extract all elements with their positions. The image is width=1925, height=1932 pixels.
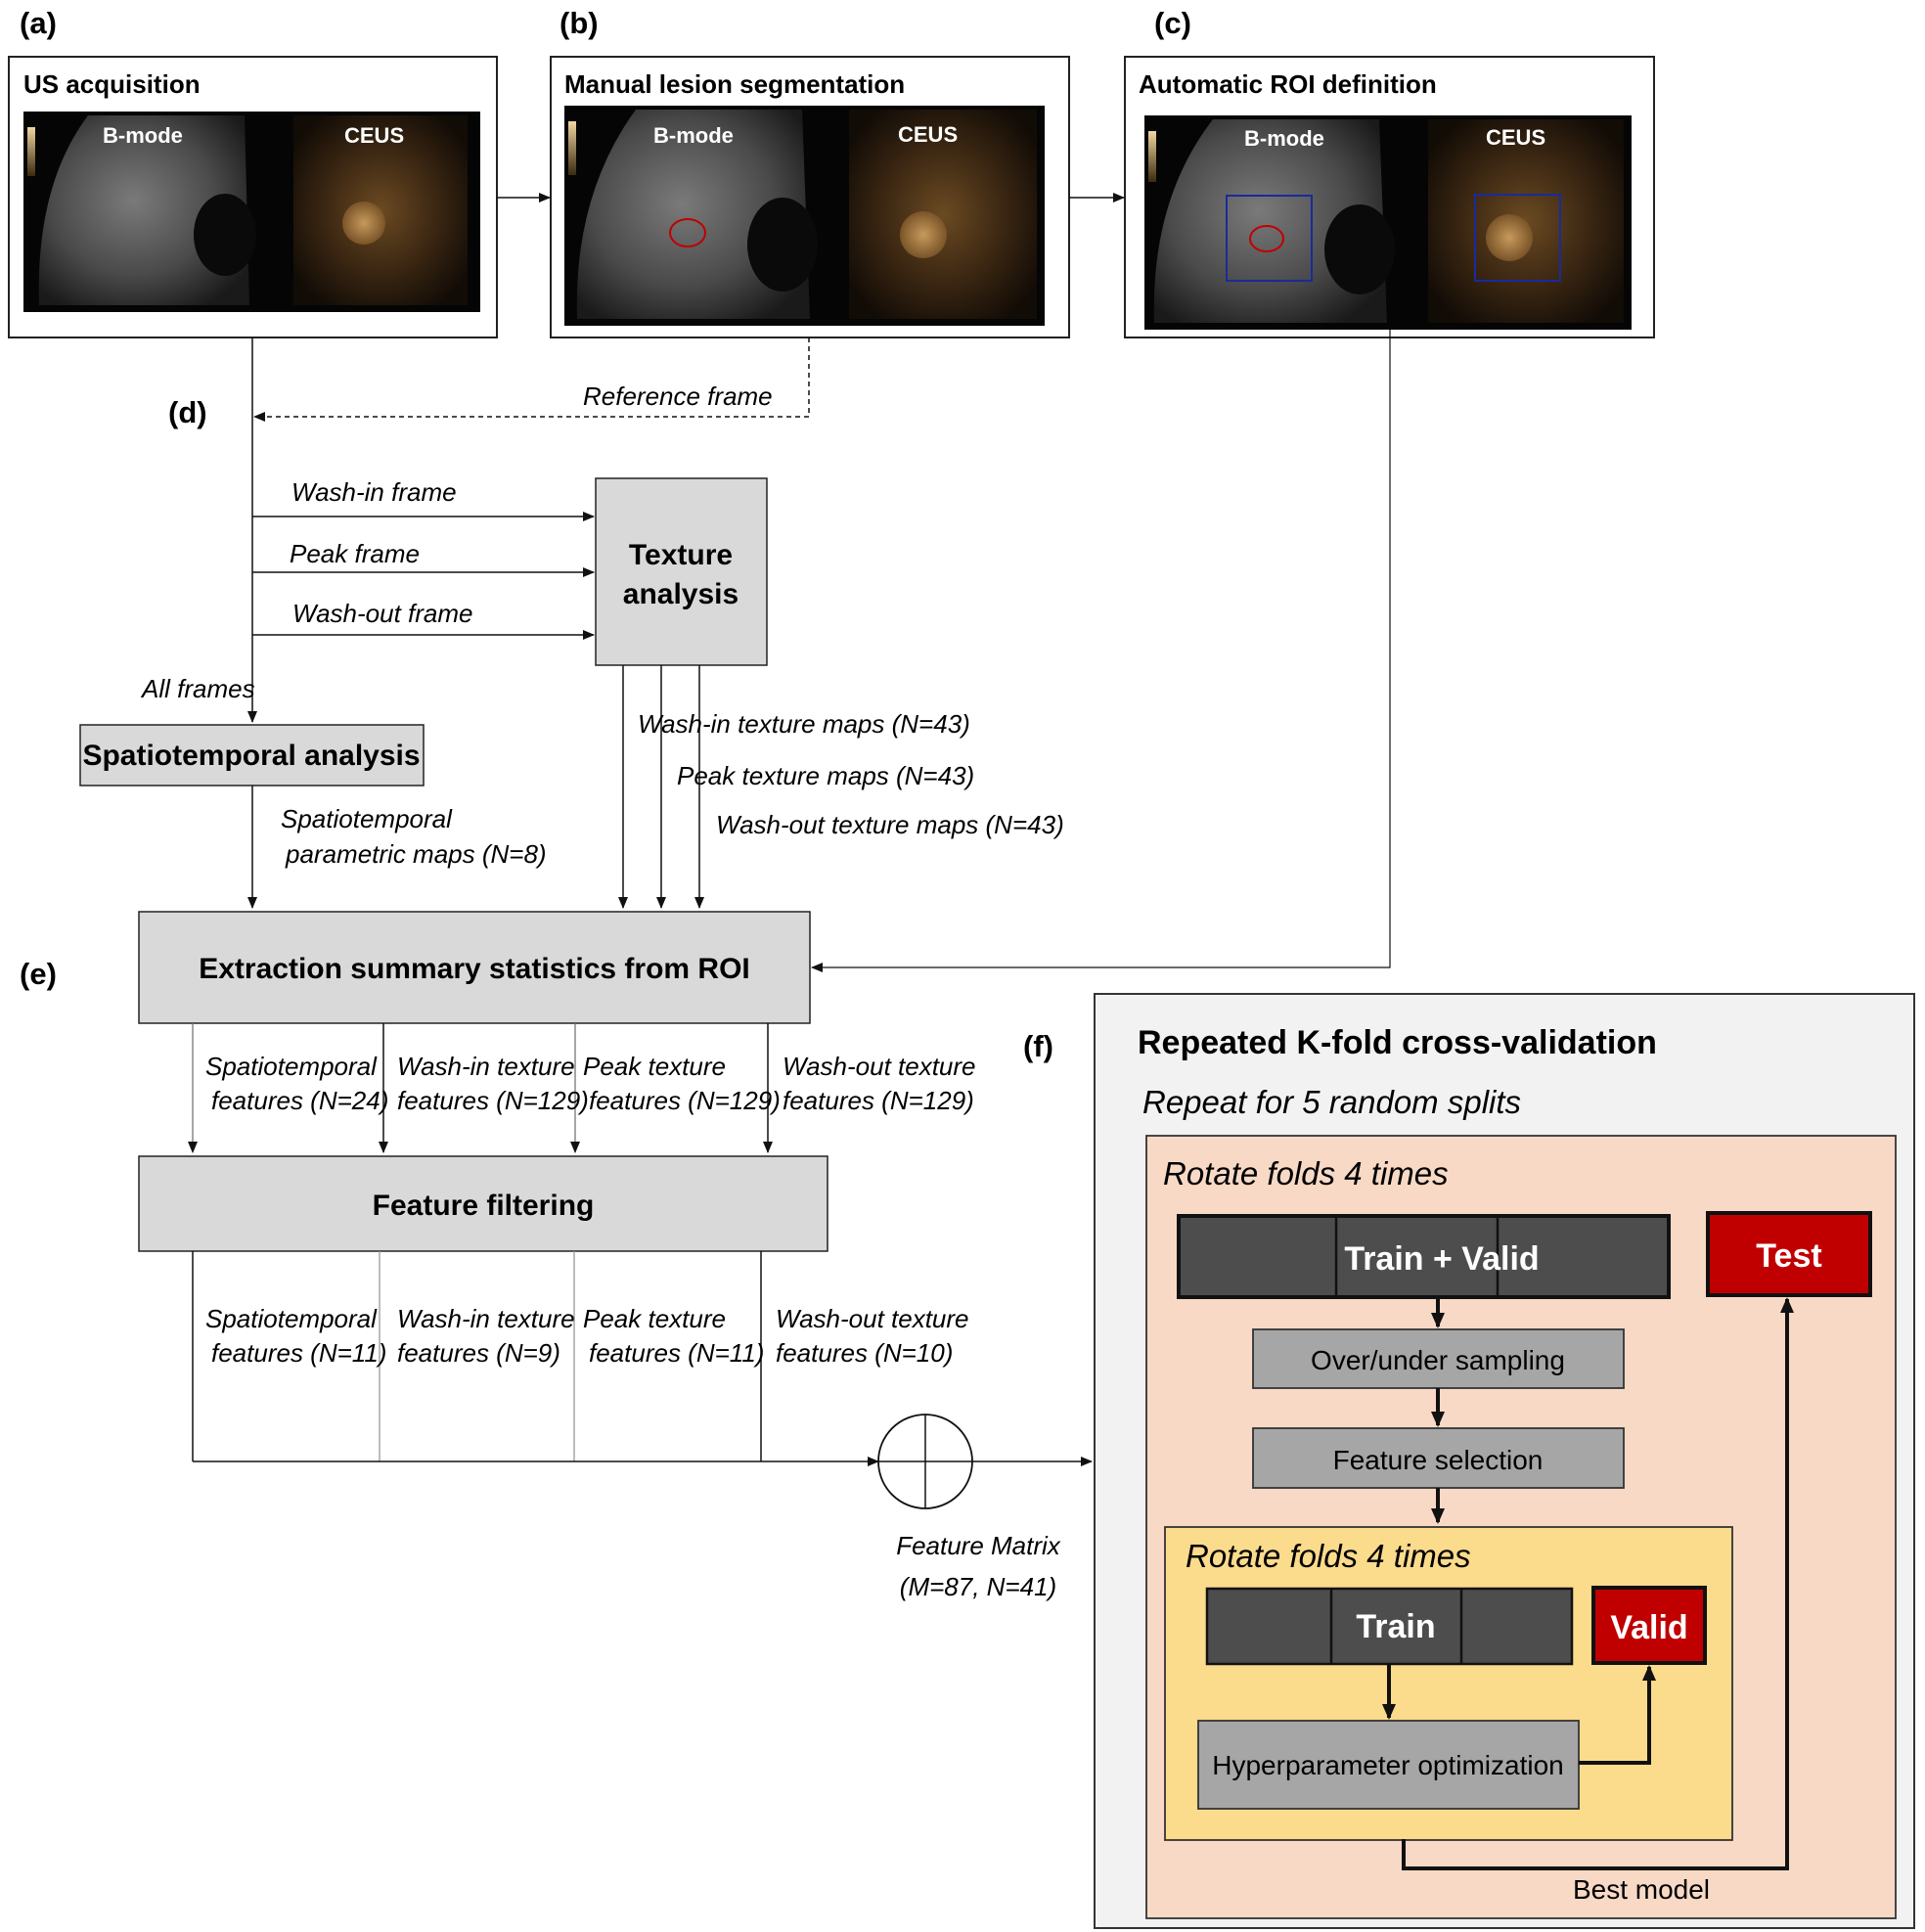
train-bar: Train xyxy=(1205,1587,1574,1666)
features-after-1-line-1: Spatiotemporal xyxy=(205,1304,378,1333)
cv-title: Repeated K-fold cross-validation xyxy=(1138,1024,1657,1061)
extraction-label: Extraction summary statistics from ROI xyxy=(199,953,750,985)
train-valid-bar: Train + Valid xyxy=(1177,1214,1671,1299)
concatenation-symbol xyxy=(877,1414,973,1509)
features-before-4-line-2: features (N=129) xyxy=(783,1086,974,1115)
test-label: Test xyxy=(1756,1237,1821,1275)
bmode-label-a: B-mode xyxy=(103,123,183,148)
feature-filtering-label: Feature filtering xyxy=(373,1190,595,1222)
texture-analysis-line-1: Texture xyxy=(629,539,733,571)
panel-label-f: (f) xyxy=(1023,1029,1053,1063)
wash-out-maps-label: Wash-out texture maps (N=43) xyxy=(716,810,1064,839)
texture-analysis-line-2: analysis xyxy=(623,578,739,610)
reference-frame-label: Reference frame xyxy=(583,382,773,411)
spatiotemporal-maps-line-1: Spatiotemporal xyxy=(281,804,453,833)
features-before-2-line-1: Wash-in texture xyxy=(397,1052,575,1081)
panel-b: Manual lesion segmentation B-mode CEUS xyxy=(550,56,1070,338)
features-after-2-line-1: Wash-in texture xyxy=(397,1304,575,1333)
feature-matrix-line-2: (M=87, N=41) xyxy=(900,1572,1056,1601)
cv-repeat-label: Repeat for 5 random splits xyxy=(1142,1084,1521,1120)
spatiotemporal-maps-line-2: parametric maps (N=8) xyxy=(285,839,547,869)
inner-rotate-label: Rotate folds 4 times xyxy=(1186,1538,1471,1574)
panel-c-title: Automatic ROI definition xyxy=(1139,69,1437,99)
panel-a: US acquisition B-mode CEUS xyxy=(8,56,498,338)
features-after-3-line-2: features (N=11) xyxy=(589,1338,764,1368)
features-after-4-line-2: features (N=10) xyxy=(776,1338,953,1368)
wash-in-frame-label: Wash-in frame xyxy=(291,477,457,507)
spatiotemporal-analysis-label: Spatiotemporal analysis xyxy=(82,740,420,772)
features-before-1-line-2: features (N=24) xyxy=(211,1086,388,1115)
wash-in-maps-label: Wash-in texture maps (N=43) xyxy=(638,709,970,739)
us-image-c xyxy=(1144,115,1632,330)
feature-selection-label: Feature selection xyxy=(1333,1445,1544,1475)
features-before-3-line-1: Peak texture xyxy=(583,1052,726,1081)
wash-out-frame-label: Wash-out frame xyxy=(292,599,472,628)
spatiotemporal-analysis-box: Spatiotemporal analysis xyxy=(79,724,425,786)
valid-box: Valid xyxy=(1591,1586,1707,1665)
sampling-label: Over/under sampling xyxy=(1311,1345,1565,1375)
features-after-2-line-2: features (N=9) xyxy=(397,1338,560,1368)
features-after-3-line-1: Peak texture xyxy=(583,1304,726,1333)
sampling-box: Over/under sampling xyxy=(1252,1328,1625,1389)
extraction-box: Extraction summary statistics from ROI xyxy=(138,911,811,1024)
best-model-label: Best model xyxy=(1573,1874,1710,1905)
panel-c: Automatic ROI definition B-mode CEUS xyxy=(1124,56,1655,338)
train-valid-label: Train + Valid xyxy=(1344,1240,1539,1278)
panel-b-title: Manual lesion segmentation xyxy=(564,69,905,99)
texture-analysis-box: Texture analysis xyxy=(595,477,768,666)
ceus-label-c: CEUS xyxy=(1486,125,1545,150)
feature-filtering-box: Feature filtering xyxy=(138,1155,828,1252)
feature-selection-box: Feature selection xyxy=(1252,1427,1625,1489)
peak-maps-label: Peak texture maps (N=43) xyxy=(677,761,974,790)
panel-label-e: (e) xyxy=(20,957,57,991)
bmode-label-b: B-mode xyxy=(653,123,734,148)
features-before-2-line-2: features (N=129) xyxy=(397,1086,589,1115)
ceus-label-b: CEUS xyxy=(898,122,958,147)
cross-validation-panel: Repeated K-fold cross-validation Repeat … xyxy=(1094,993,1915,1929)
features-before-3-line-2: features (N=129) xyxy=(589,1086,781,1115)
panel-a-title: US acquisition xyxy=(23,69,201,99)
features-after-1-line-2: features (N=11) xyxy=(211,1338,386,1368)
panel-label-c: (c) xyxy=(1154,6,1191,40)
train-label: Train xyxy=(1356,1608,1435,1645)
test-box: Test xyxy=(1706,1211,1872,1297)
us-image-a xyxy=(23,112,480,312)
peak-frame-label: Peak frame xyxy=(290,539,420,568)
feature-matrix-line-1: Feature Matrix xyxy=(896,1531,1061,1560)
panel-label-d: (d) xyxy=(168,395,207,429)
valid-label: Valid xyxy=(1610,1609,1687,1646)
outer-rotate-label: Rotate folds 4 times xyxy=(1163,1155,1449,1191)
features-before-4-line-1: Wash-out texture xyxy=(783,1052,976,1081)
hyperparameter-box: Hyperparameter optimization xyxy=(1197,1720,1580,1810)
us-image-b xyxy=(564,106,1045,326)
hyperparameter-label: Hyperparameter optimization xyxy=(1212,1750,1564,1780)
panel-label-a: (a) xyxy=(20,6,57,40)
ceus-label-a: CEUS xyxy=(344,123,404,148)
panel-label-b: (b) xyxy=(560,6,599,40)
all-frames-label: All frames xyxy=(140,674,255,703)
features-before-1-line-1: Spatiotemporal xyxy=(205,1052,378,1081)
features-after-4-line-1: Wash-out texture xyxy=(776,1304,969,1333)
bmode-label-c: B-mode xyxy=(1244,126,1324,151)
